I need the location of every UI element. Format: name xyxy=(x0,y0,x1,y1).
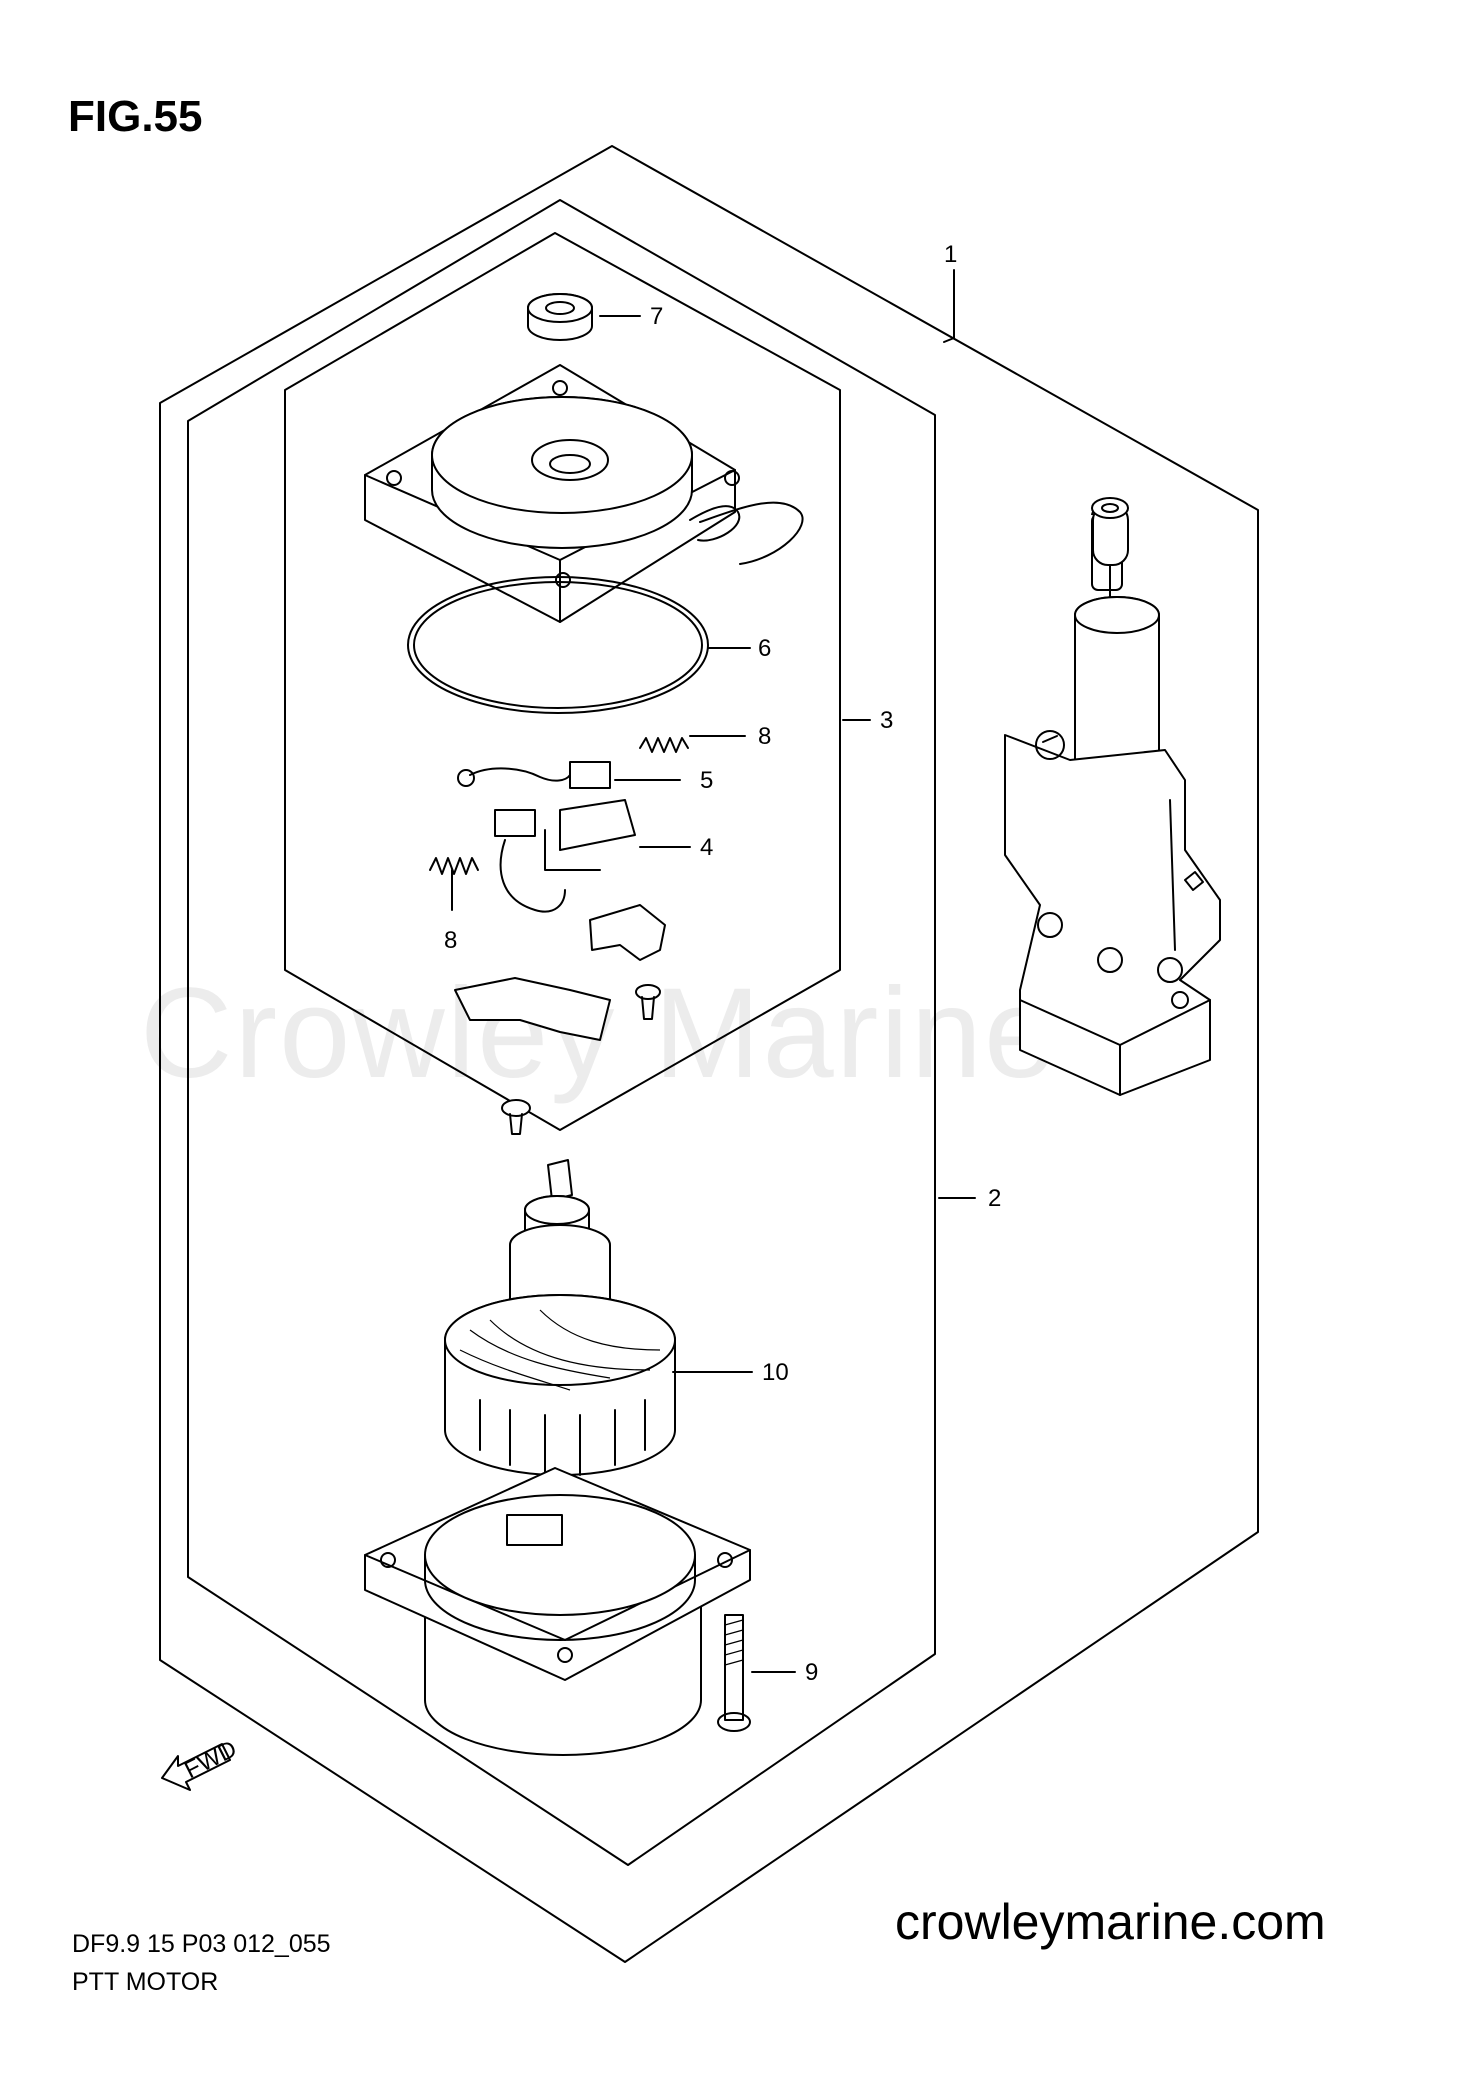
footer-diagram-name: PTT MOTOR xyxy=(72,1968,219,1996)
callout-6: 6 xyxy=(758,635,771,662)
part-armature xyxy=(444,1159,676,1501)
middle-assembly-outline xyxy=(187,199,936,1866)
inner-assembly-outline xyxy=(284,232,841,1131)
callout-5: 5 xyxy=(700,767,713,794)
part-screw-upper xyxy=(635,984,661,1020)
leader-lines xyxy=(451,269,976,1673)
part-spring-upper xyxy=(639,737,689,753)
part-motor-housing xyxy=(364,1467,751,1756)
fwd-label: FWD xyxy=(180,1735,241,1784)
callout-9: 9 xyxy=(805,1659,818,1686)
callout-4: 4 xyxy=(700,834,713,861)
callout-7: 7 xyxy=(650,303,663,330)
part-bearing xyxy=(527,293,593,341)
part-o-ring xyxy=(407,576,709,714)
part-bolt xyxy=(717,1614,751,1732)
website-link[interactable]: crowleymarine.com xyxy=(895,1894,1326,1950)
part-spring-lower xyxy=(429,857,479,875)
outer-assembly-outline xyxy=(159,145,1259,1963)
part-brush-plate xyxy=(454,904,666,1041)
callout-8-upper: 8 xyxy=(758,723,771,750)
part-trim-cylinder xyxy=(1004,497,1221,1096)
footer-diagram-code: DF9.9 15 P03 012_055 xyxy=(72,1930,331,1958)
part-brush-assembly xyxy=(457,761,636,913)
callout-1: 1 xyxy=(944,241,957,268)
callout-8-lower: 8 xyxy=(444,927,457,954)
callout-3: 3 xyxy=(880,707,893,734)
part-screw-lower xyxy=(501,1099,531,1135)
figure-title: FIG.55 xyxy=(68,92,203,141)
part-motor-end-cap xyxy=(364,364,804,623)
callout-10: 10 xyxy=(762,1359,789,1386)
callout-2: 2 xyxy=(988,1185,1001,1212)
fwd-arrow-icon xyxy=(161,1743,231,1791)
